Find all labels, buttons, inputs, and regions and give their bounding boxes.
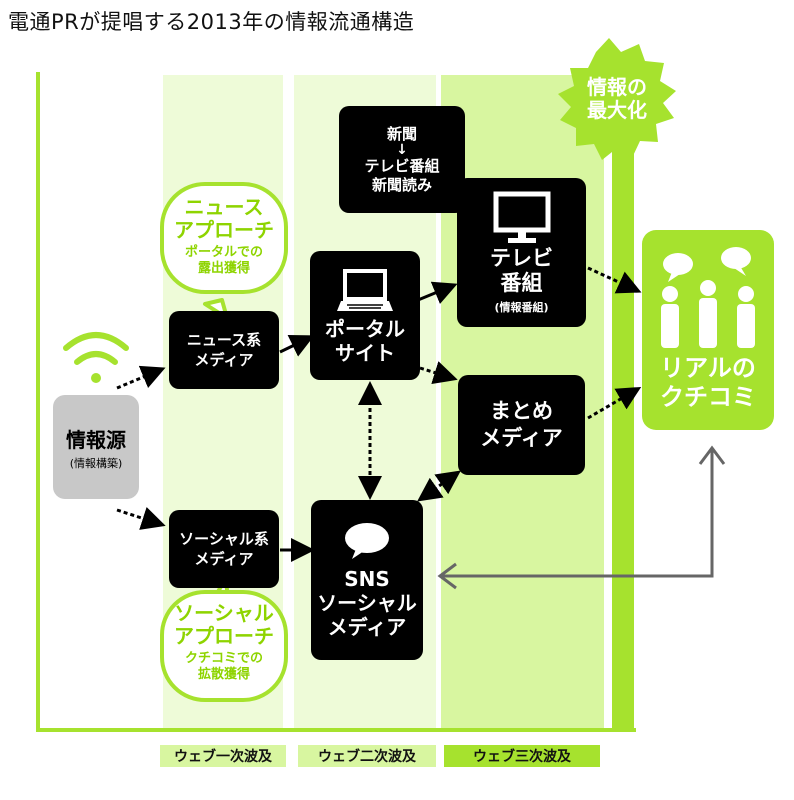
arrow-tv-to-real <box>587 266 642 294</box>
arrow-real-to-sns <box>442 450 714 578</box>
people-talking-icon <box>661 247 755 348</box>
down-arrow-icon: ↓ <box>396 141 408 158</box>
source-sub: (情報構築) <box>69 456 123 470</box>
wifi-icon <box>63 332 129 383</box>
burst-shape <box>558 38 676 160</box>
social-approach-title: ソーシャル アプローチ <box>174 601 274 648</box>
monitor-icon <box>493 191 550 243</box>
matome-box: まとめ メディア <box>458 375 585 475</box>
real-kuchikomi-label: リアルの クチコミ <box>660 354 756 411</box>
matome-label: まとめ メディア <box>480 399 563 450</box>
real-kuchikomi-box: リアルの クチコミ <box>642 230 774 430</box>
arrow-source-to-news <box>116 365 166 390</box>
frame-left <box>36 72 40 730</box>
tv-reading-label: テレビ番組 新聞読み <box>364 156 440 194</box>
news-approach-sub: ポータルでの 露出獲得 <box>184 245 263 276</box>
social-media-label: ソーシャル系 メディア <box>179 530 269 568</box>
portal-box: ポータル サイト <box>310 251 420 380</box>
portal-label: ポータル サイト <box>325 316 405 365</box>
source-box: 情報源 (情報構築) <box>53 395 139 499</box>
diagram-title: 電通PRが提唱する2013年の情報流通構造 <box>8 10 415 34</box>
tv-label: テレビ 番組 <box>490 246 553 295</box>
sns-box: SNS ソーシャル メディア <box>311 500 423 660</box>
news-media-label: ニュース系 メディア <box>186 331 262 369</box>
newspaper-box: 新聞 ↓ テレビ番組 新聞読み <box>339 106 465 213</box>
arrow-matome-to-real <box>587 386 642 420</box>
wave-3-label: ウェブ三次波及 <box>444 745 600 767</box>
tv-sub: (情報番組) <box>494 301 549 314</box>
news-approach-title: ニュース アプローチ <box>174 195 274 242</box>
chat-bubble-icon <box>345 523 389 559</box>
frame-bottom <box>36 728 636 732</box>
burst-label: 情報の 最大化 <box>587 75 647 122</box>
sns-label: SNS ソーシャル メディア <box>317 567 417 639</box>
newspaper-label: 新聞 <box>386 124 417 143</box>
source-label: 情報源 <box>66 427 126 452</box>
arrow-news-to-portal <box>279 335 315 357</box>
news-approach-bubble: ニュース アプローチ ポータルでの 露出獲得 <box>160 182 288 294</box>
arrow-portal-to-tv <box>417 281 458 304</box>
news-media-box: ニュース系 メディア <box>169 311 279 389</box>
social-media-box: ソーシャル系 メディア <box>169 510 279 588</box>
social-approach-bubble: ソーシャル アプローチ クチコミでの 拡散獲得 <box>160 590 288 702</box>
tv-box: テレビ 番組 (情報番組) <box>457 178 586 327</box>
social-approach-sub: クチコミでの 拡散獲得 <box>184 651 263 682</box>
wave-2-label: ウェブ二次波及 <box>298 745 436 767</box>
wave-1-label: ウェブ一次波及 <box>160 745 286 767</box>
laptop-icon <box>337 268 393 311</box>
arrow-sns-matome <box>417 470 461 502</box>
arrow-portal-to-matome <box>419 361 458 385</box>
arrow-source-to-social <box>116 507 166 530</box>
